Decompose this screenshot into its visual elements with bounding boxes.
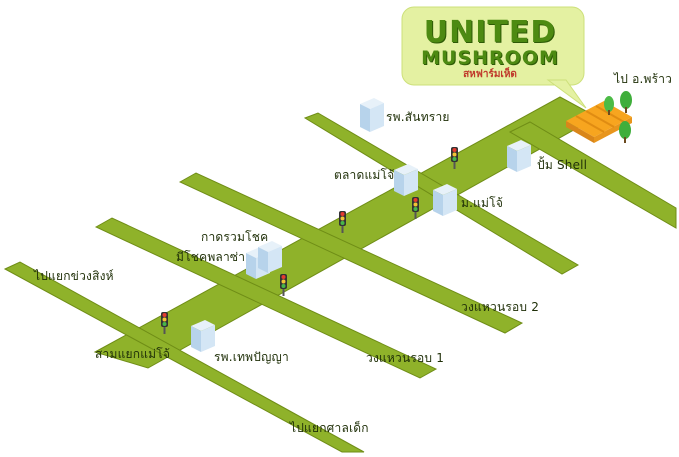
brand-bubble	[401, 6, 587, 109]
label-three-way-maejo: สามแยกแม่โจ้	[95, 347, 171, 361]
building-icon	[258, 241, 282, 273]
label-maejo-university: ม.แม่โจ้	[461, 196, 504, 210]
road-upper-right	[508, 121, 677, 229]
tree-icon	[619, 121, 631, 143]
label-market-maejo: ตลาดแม่โจ้	[334, 168, 395, 182]
label-ring-road-2: วงแหวนรอบ 2	[461, 300, 540, 314]
tree-icon	[604, 96, 614, 115]
label-kad-ruam-chok: กาดรวมโชค	[201, 230, 269, 244]
label-to-khuang-sing: ไปแยกข่วงสิงห์	[34, 269, 114, 283]
building-icon	[394, 164, 418, 196]
building-icon	[507, 140, 531, 172]
label-rps-thepunya: รพ.เทพปัญญา	[214, 350, 289, 364]
traffic-light-icon	[161, 312, 168, 334]
label-ring-road-1: วงแหวนรอบ 1	[366, 351, 445, 365]
label-pump-shell: ปั้ม Shell	[537, 158, 588, 172]
brand-subtitle: สหฟาร์มเห็ด	[463, 69, 517, 80]
tree-icon	[620, 91, 632, 113]
building-icon	[360, 98, 384, 132]
ring-road-2	[178, 172, 524, 334]
traffic-light-icon	[451, 147, 458, 169]
label-to-sala-dek: ไปแยกศาลเด็ก	[290, 421, 369, 435]
brand-logo: UNITED MUSHROOM สหฟาร์มเห็ด	[402, 7, 584, 85]
label-mee-chok-plaza: มีโชคพลาซ่า	[176, 250, 246, 264]
label-rps-sansai: รพ.สันทราย	[386, 110, 450, 124]
building-icon	[191, 320, 215, 352]
label-to-phrao: ไป อ.พร้าว	[614, 72, 673, 86]
road-khuang-sing	[3, 261, 365, 453]
traffic-light-icon	[412, 197, 419, 219]
building-icon	[433, 184, 457, 216]
ring-road-1	[94, 217, 438, 379]
brand-title-line1: UNITED	[423, 15, 557, 50]
traffic-light-icon	[339, 211, 346, 233]
traffic-light-icon	[280, 274, 287, 296]
brand-title-line2: MUSHROOM	[421, 47, 559, 69]
